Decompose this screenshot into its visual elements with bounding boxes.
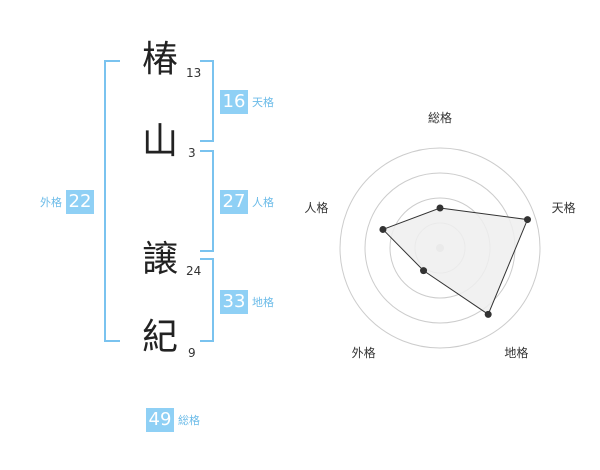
soukaku-value: 49	[146, 408, 174, 432]
chikaku-value: 33	[220, 290, 248, 314]
radar-point-2	[523, 216, 531, 224]
radar-axis-label-5: 人格	[304, 200, 328, 215]
name-char-2: 山	[142, 121, 179, 162]
radar-point-5	[379, 225, 387, 233]
jinkaku-bracket	[200, 150, 214, 252]
chikaku-bracket	[200, 258, 214, 342]
radar-point-3	[484, 310, 492, 318]
name-char-3: 譲	[142, 239, 179, 280]
stroke-count-2: 3	[188, 146, 196, 160]
radar-point-4	[420, 267, 428, 275]
stroke-count-4: 9	[188, 346, 196, 360]
radar-axis-label-2: 天格	[552, 200, 576, 215]
jinkaku-value: 27	[220, 190, 248, 214]
gaikaku-value: 22	[66, 190, 94, 214]
radar-point-1	[436, 204, 444, 212]
radar-axis-label-4: 外格	[352, 345, 376, 360]
radar-ring-4	[339, 147, 541, 349]
soukaku-badge: 49 総格	[146, 408, 200, 432]
tenkaku-bracket	[200, 60, 214, 142]
jinkaku-label: 人格	[252, 196, 274, 209]
name-char-4: 紀	[142, 317, 179, 358]
chikaku-badge: 33 地格	[220, 290, 274, 314]
radar-area	[382, 207, 529, 316]
stroke-count-1: 13	[186, 66, 202, 80]
gaikaku-label: 外格	[40, 196, 62, 209]
jinkaku-badge: 27 人格	[220, 190, 274, 214]
stroke-count-3: 24	[186, 264, 202, 278]
radar-axis-label-3: 地格	[504, 345, 528, 360]
gaikaku-badge: 外格 22	[40, 190, 94, 214]
chikaku-label: 地格	[252, 296, 274, 309]
tenkaku-label: 天格	[252, 96, 274, 109]
name-char-1: 椿	[142, 39, 179, 80]
tenkaku-value: 16	[220, 90, 248, 114]
gaikaku-bracket	[104, 60, 120, 342]
soukaku-label: 総格	[178, 414, 200, 427]
radar-axis-label-1: 総格	[428, 110, 452, 125]
tenkaku-badge: 16 天格	[220, 90, 274, 114]
